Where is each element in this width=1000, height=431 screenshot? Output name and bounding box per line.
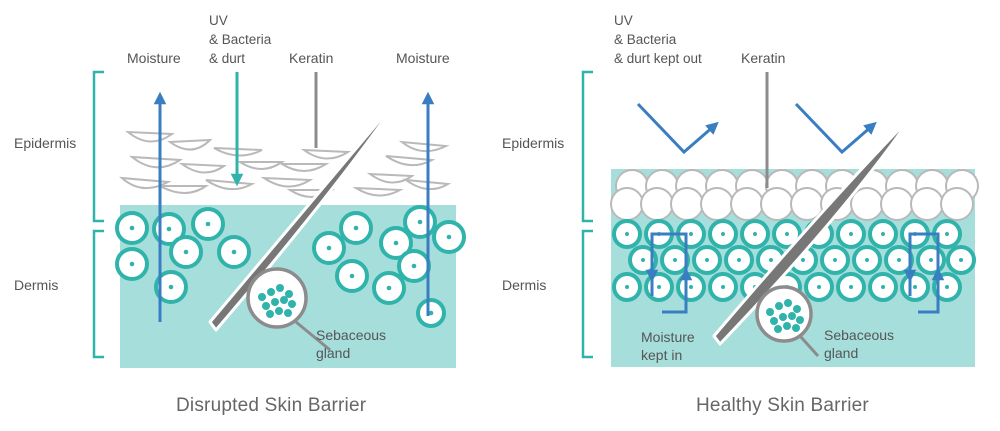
sebaceous-label-line2: gland <box>824 345 858 362</box>
moisture-label-right: Moisture <box>396 50 450 67</box>
deflect-arrow-right <box>796 104 872 152</box>
epidermis-label: Epidermis <box>14 135 76 152</box>
sebaceous-label-line1: Sebaceous <box>824 327 894 344</box>
moisture-kept-label-line2: kept in <box>641 347 682 364</box>
epidermis-bracket <box>94 72 104 221</box>
sebaceous-label-line1: Sebaceous <box>316 327 386 344</box>
epidermis-label: Epidermis <box>502 135 564 152</box>
keratin-label: Keratin <box>741 50 785 67</box>
broken-scales <box>122 132 448 197</box>
dermis-bracket <box>94 231 104 357</box>
dermis-label: Dermis <box>502 277 546 294</box>
bacteria-label: & Bacteria <box>614 31 676 48</box>
moisture-label-left: Moisture <box>127 50 181 67</box>
moisture-kept-label-line1: Moisture <box>641 329 695 346</box>
dermis-bracket <box>583 231 593 357</box>
disrupted-title: Disrupted Skin Barrier <box>176 395 366 417</box>
healthy-panel <box>583 72 978 367</box>
deflect-arrow-left <box>638 104 714 152</box>
keratin-label: Keratin <box>289 50 333 67</box>
sebaceous-label-line2: gland <box>316 345 350 362</box>
dermis-label: Dermis <box>14 277 58 294</box>
uv-label: UV <box>209 12 228 29</box>
bacteria-label: & Bacteria <box>209 31 271 48</box>
disrupted-panel <box>94 72 464 368</box>
intact-scales <box>611 170 978 220</box>
epidermis-bracket <box>583 72 593 221</box>
healthy-title: Healthy Skin Barrier <box>696 395 869 417</box>
uv-label: UV <box>614 12 633 29</box>
durt-label: & durt <box>209 50 245 67</box>
kept-out-label: & durt kept out <box>614 50 702 67</box>
